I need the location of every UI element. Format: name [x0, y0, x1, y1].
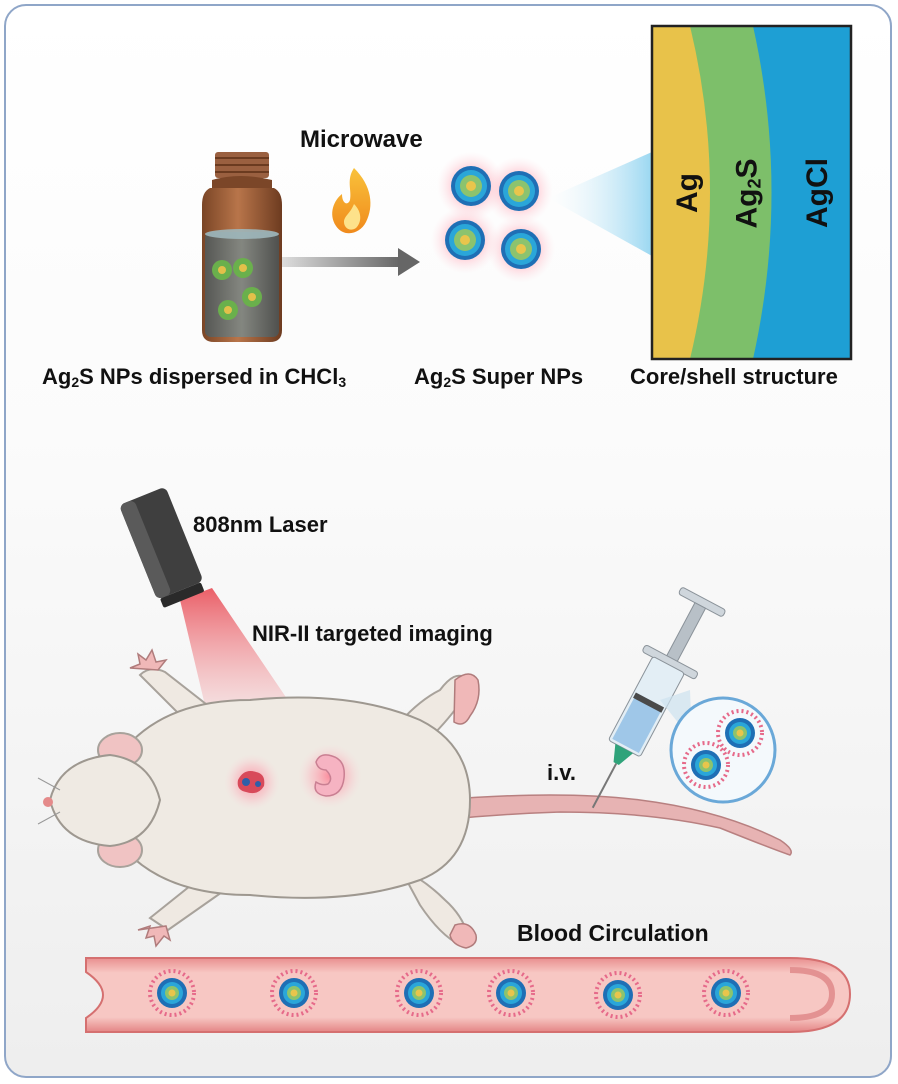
flame-icon [332, 168, 371, 234]
microwave-label: Microwave [300, 126, 423, 153]
layer-ag2s-label: Ag2S [730, 158, 765, 229]
syringe-icon [591, 587, 726, 809]
blood-circulation-label: Blood Circulation [517, 920, 709, 946]
core-shell-caption: Core/shell structure [630, 364, 838, 389]
super-nps-cluster [431, 152, 555, 283]
arrow-icon [282, 248, 420, 276]
core-shell-structure [650, 24, 853, 361]
layer-agcl-label: AgCl [801, 158, 834, 228]
laser-label: 808nm Laser [193, 512, 328, 537]
vial-caption: Ag2S NPs dispersed in CHCl3 [42, 364, 347, 390]
imaging-label: NIR-II targeted imaging [252, 621, 493, 646]
super-nps-caption: Ag2S Super NPs [414, 364, 584, 390]
vial-icon [202, 152, 282, 342]
layer-ag-label: Ag [671, 173, 704, 213]
stomach-icon [298, 744, 362, 808]
magnified-bubble [660, 690, 777, 804]
zoom-cone [548, 152, 652, 256]
tumor-icon [224, 754, 280, 810]
mouse-icon [37, 648, 792, 949]
iv-label: i.v. [547, 760, 576, 785]
blood-vessel-icon [85, 957, 852, 1033]
